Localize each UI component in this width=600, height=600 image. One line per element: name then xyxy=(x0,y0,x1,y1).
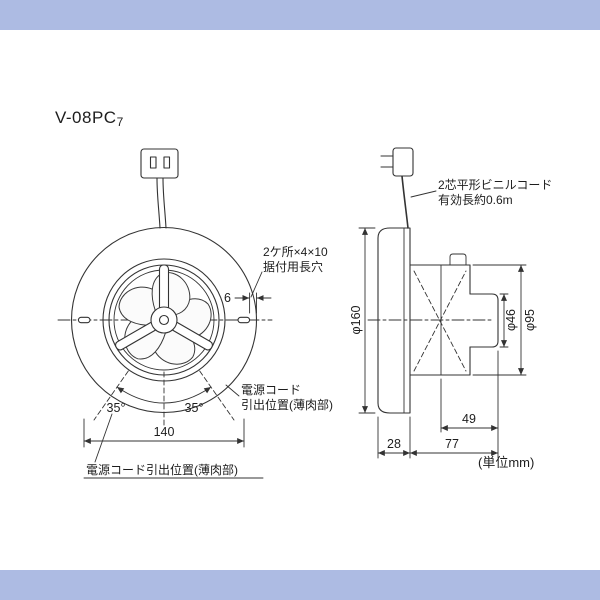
front-view: 6 35° 35° xyxy=(57,148,333,479)
depth-flange-text: 28 xyxy=(387,437,401,451)
product-model-title: V-08PC7 xyxy=(55,108,124,129)
top-border-bar xyxy=(0,0,600,30)
dia-duct-dimension: φ46 xyxy=(499,293,518,348)
body-side xyxy=(409,253,499,376)
power-cord-front xyxy=(156,177,167,229)
depth-rear-text: 49 xyxy=(462,412,476,426)
hub-cap xyxy=(150,306,178,334)
width-dimension: 140 xyxy=(83,418,245,448)
dia-duct-text: φ46 xyxy=(504,309,518,331)
cord-spec-line1: 2芯平形ビニルコード xyxy=(438,178,552,192)
cord-exit-bottom-callout: 電源コード引出位置(薄肉部) xyxy=(83,413,264,479)
depth-body-text: 77 xyxy=(445,437,459,451)
cord-exit-side-callout: 電源コード 引出位置(薄肉部) xyxy=(225,383,333,412)
dia-flange-text: φ160 xyxy=(349,305,363,334)
bottom-border-bar xyxy=(0,570,600,600)
hub-center xyxy=(158,314,170,326)
dia-body-dimension: φ95 xyxy=(472,264,537,376)
unit-note: (単位mm) xyxy=(478,455,534,470)
cord-spec-callout: 2芯平形ビニルコード 有効長約0.6m xyxy=(410,178,552,207)
slot-edge-dim-text: 6 xyxy=(224,291,231,305)
power-cord-side xyxy=(401,175,409,229)
angle-right-text: 35° xyxy=(185,401,204,415)
angle-left-text: 35° xyxy=(107,401,126,415)
product-model-subscript: 7 xyxy=(117,115,124,129)
cord-exit-label-line1: 電源コード xyxy=(241,383,301,397)
cord-exit-angle-lines xyxy=(93,370,235,429)
cord-exit-label-line2: 引出位置(薄肉部) xyxy=(241,397,333,412)
dia-flange-dimension: φ160 xyxy=(349,227,376,414)
dia-body-text: φ95 xyxy=(523,309,537,331)
mount-slot-label-line1: 2ケ所×4×10 xyxy=(263,245,328,259)
power-plug-front xyxy=(140,148,179,179)
depth-dimensions: 49 28 77 xyxy=(377,350,499,459)
mount-slot-label-line2: 据付用長穴 xyxy=(263,259,323,274)
mounting-slots xyxy=(77,316,251,324)
cord-spec-line2: 有効長約0.6m xyxy=(438,192,513,207)
power-plug-side xyxy=(380,147,414,177)
product-model-main: V-08PC xyxy=(55,108,117,127)
mount-slot-callout: 2ケ所×4×10 据付用長穴 xyxy=(250,245,328,298)
slot-edge-dimension: 6 xyxy=(224,291,272,314)
flange-side xyxy=(377,227,411,414)
side-view: 2芯平形ビニルコード 有効長約0.6m φ160 φ46 xyxy=(349,147,552,459)
cord-exit-bottom-text: 電源コード引出位置(薄肉部) xyxy=(86,462,238,477)
width-dim-text: 140 xyxy=(154,425,175,439)
